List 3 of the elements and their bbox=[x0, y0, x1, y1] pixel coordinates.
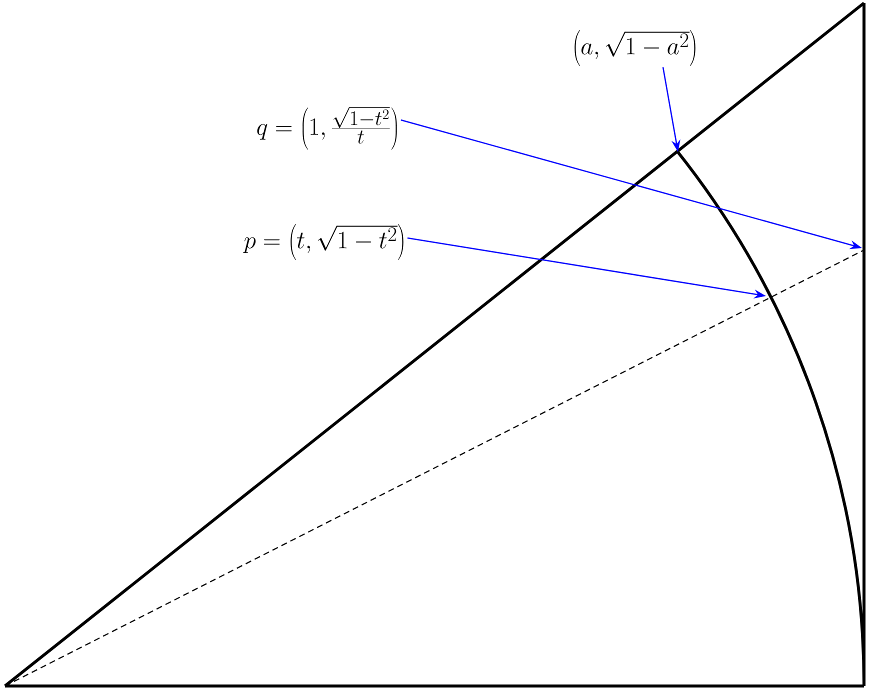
formula-label: $p = \left(t, \sqrt{1-t^2}\right)$ bbox=[242, 224, 404, 260]
formula-label: $q = \left(1, \frac{\sqrt{1-t^2}}{t}\right)$ bbox=[257, 107, 397, 150]
formula-label: $\left(a, \sqrt{1-a^2}\right)$ bbox=[574, 30, 696, 66]
